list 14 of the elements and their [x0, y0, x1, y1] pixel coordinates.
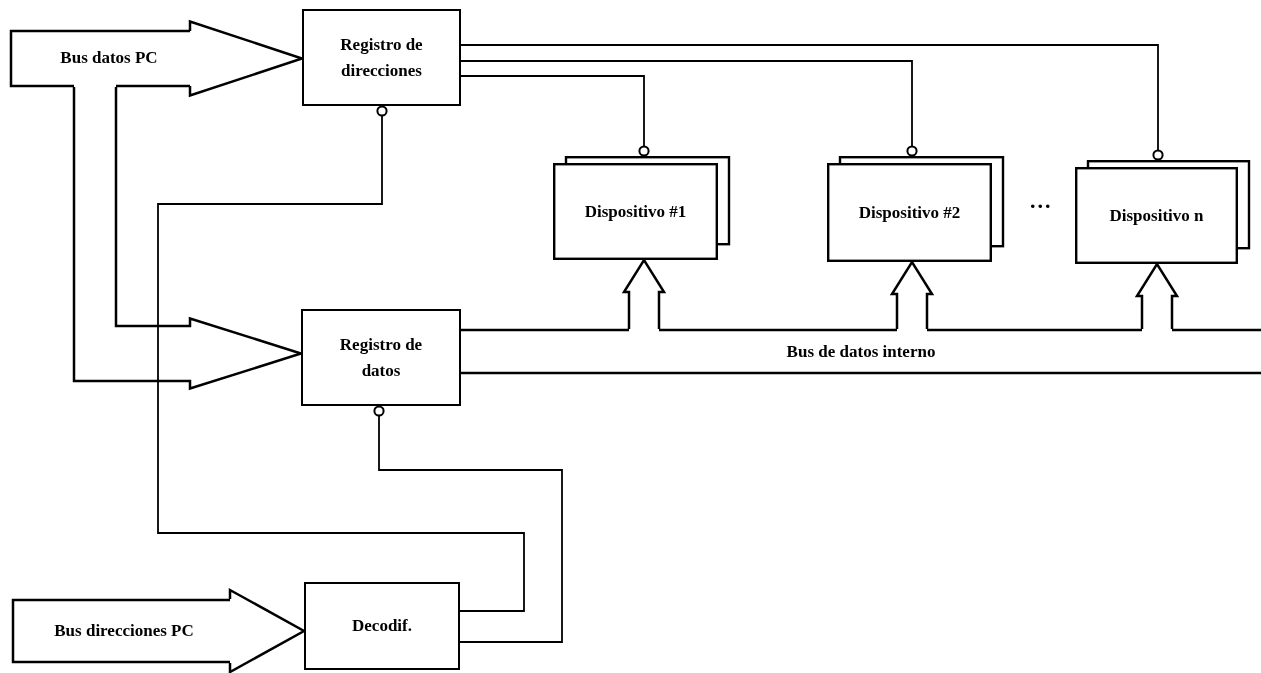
- signal-line: [460, 44, 1164, 161]
- signal-line: [373, 405, 563, 643]
- bus-arrow: [10, 30, 190, 87]
- signal-line: [460, 75, 650, 157]
- data-bus: [461, 329, 1261, 374]
- ellipsis-note: ...: [1030, 188, 1053, 214]
- signal-line: [157, 105, 525, 612]
- bus-label: Bus datos PC: [59, 47, 159, 69]
- register-box: Decodif.: [304, 582, 460, 670]
- bus-label: Bus de datos interno: [785, 341, 937, 363]
- signal-line: [460, 60, 918, 157]
- register-box: Registro de direcciones: [302, 9, 461, 106]
- bus-label: Bus direcciones PC: [53, 620, 195, 642]
- register-box: Registro de datos: [301, 309, 461, 406]
